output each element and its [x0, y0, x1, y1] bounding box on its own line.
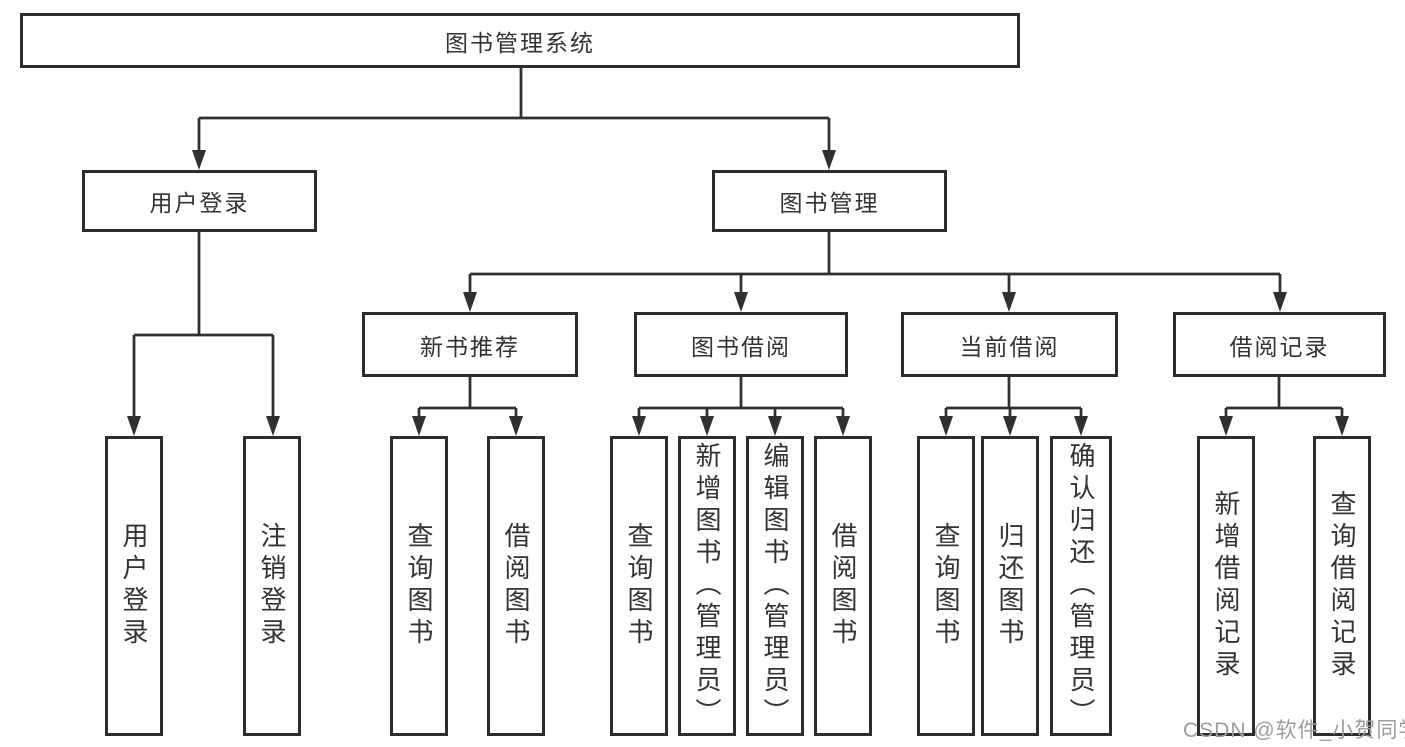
leaf-add-borrow-record: 新增借阅记录: [1197, 436, 1255, 736]
node-book-management: 图书管理: [712, 170, 947, 232]
leaf-query-books-borrowing: 查询图书: [610, 436, 668, 736]
node-borrowing-records: 借阅记录: [1173, 312, 1386, 377]
leaf-user-login: 用户登录: [105, 436, 163, 736]
leaf-add-books-admin: 新增图书（管理员）: [678, 436, 736, 736]
leaf-confirm-return-admin: 确认归还（管理员）: [1050, 436, 1112, 736]
leaf-edit-books-admin: 编辑图书（管理员）: [746, 436, 804, 736]
leaf-query-borrow-record: 查询借阅记录: [1313, 436, 1371, 736]
node-current-borrowing: 当前借阅: [901, 312, 1118, 377]
leaf-logout: 注销登录: [243, 436, 301, 736]
leaf-query-books-recommend: 查询图书: [390, 436, 448, 736]
leaf-borrow-books-borrowing: 借阅图书: [814, 436, 872, 736]
leaf-borrow-books-recommend: 借阅图书: [487, 436, 545, 736]
leaf-query-books-current: 查询图书: [917, 436, 975, 736]
node-user-login: 用户登录: [82, 170, 317, 232]
watermark: CSDN @软件_小贺同学: [1183, 719, 1405, 742]
leaf-return-books: 归还图书: [981, 436, 1039, 736]
node-book-borrowing: 图书借阅: [634, 312, 848, 377]
node-library-management-system: 图书管理系统: [20, 13, 1020, 68]
node-new-book-recommend: 新书推荐: [362, 312, 578, 377]
